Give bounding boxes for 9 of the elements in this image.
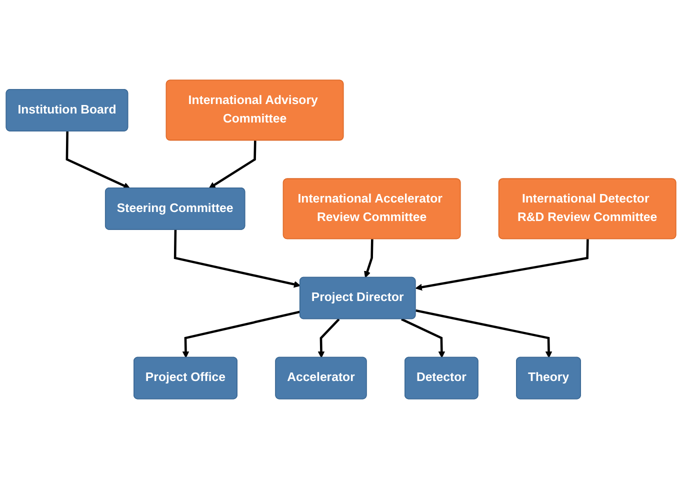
arrow [364,239,374,278]
arrow [182,310,300,358]
arrow [415,309,552,358]
arrow [401,318,446,358]
arrow [66,131,130,189]
arrow [174,230,301,288]
arrow [208,140,256,189]
arrow [318,318,340,358]
arrow [415,239,589,291]
